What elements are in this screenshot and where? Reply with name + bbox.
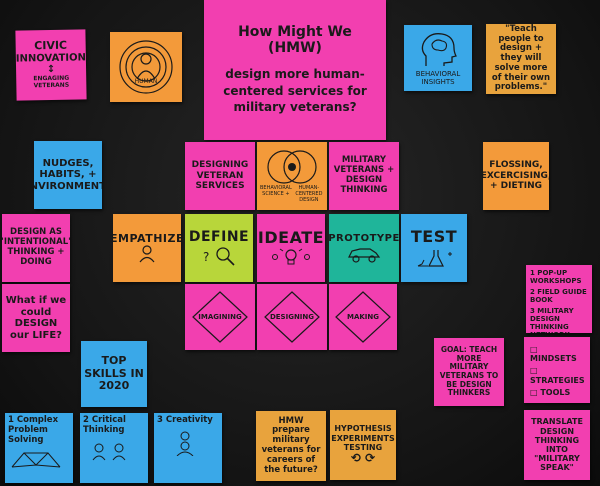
note-hypothesis: HYPOTHESIS EXPERIMENTS TESTING ⟲ ⟳ xyxy=(330,410,396,480)
popup-item-2: 2 FIELD GUIDE BOOK xyxy=(530,288,587,305)
note-making: MAKING xyxy=(329,284,397,350)
venn-right-label: HUMAN-CENTERED DESIGN xyxy=(295,185,323,203)
note-designing-veteran-services: DESIGNING VETERAN SERVICES xyxy=(185,142,255,210)
note-define: DEFINE ? xyxy=(185,214,253,282)
note-prototype: PROTOTYPE xyxy=(329,214,399,282)
popup-item-3: 3 MILITARY DESIGN THINKING NETWORK xyxy=(530,307,574,333)
human-head-icon xyxy=(119,40,173,94)
beaker-icon xyxy=(417,250,452,267)
svg-text:?: ? xyxy=(203,250,209,264)
note-creativity: 3 Creativity xyxy=(154,413,222,483)
making-label: MAKING xyxy=(346,312,380,321)
note-hmw-prepare: HMW prepare military veterans for career… xyxy=(256,411,326,481)
prototype-label: PROTOTYPE xyxy=(329,233,399,245)
note-teach-people: "Teach people to design + they will solv… xyxy=(486,24,556,94)
military-dt-text: MILITARY VETERANS + DESIGN THINKING xyxy=(333,155,395,195)
mindsets-item-2: □ STRATEGIES xyxy=(530,366,585,385)
creativity-text: 3 Creativity xyxy=(157,415,213,425)
strategies-label: STRATEGIES xyxy=(530,375,585,385)
venn-diagram-icon xyxy=(267,150,317,184)
brain-head-icon xyxy=(421,32,457,66)
hmw-prepare-text: HMW prepare military veterans for career… xyxy=(261,415,321,475)
behavioral-label: BEHAVIORAL INSIGHTS xyxy=(415,69,461,86)
note-complex-problem-solving: 1 Complex Problem Solving xyxy=(5,413,73,483)
note-critical-thinking: 2 Critical Thinking xyxy=(80,413,148,483)
critical-text: 2 Critical Thinking xyxy=(83,415,126,435)
test-label: TEST xyxy=(410,226,458,246)
note-human: HUMAN xyxy=(110,32,182,102)
mindsets-item-1: □ MINDSETS xyxy=(530,345,577,364)
complex-text: 1 Complex Problem Solving xyxy=(8,415,59,445)
note-goal: GOAL: TEACH MORE MILITARY VETERANS TO BE… xyxy=(434,338,504,406)
cycle-arrows-icon: ⟲ ⟳ xyxy=(350,450,376,465)
note-test: TEST xyxy=(401,214,467,282)
note-behavioral-insights: BEHAVIORAL INSIGHTS xyxy=(404,25,472,91)
mindsets-item-3: □ TOOLS xyxy=(530,387,571,397)
hmw-title: How Might We (HMW) xyxy=(238,23,352,56)
note-imagining: IMAGINING xyxy=(185,284,255,350)
popup-item-1: 1 POP-UP WORKSHOPS xyxy=(530,269,582,286)
hypothesis-line3: TESTING xyxy=(343,442,383,452)
hypothesis-line2: EXPERIMENTS xyxy=(331,433,395,443)
diamond-arrow-icon xyxy=(192,291,248,343)
note-military-design-thinking: MILITARY VETERANS + DESIGN THINKING xyxy=(329,142,399,210)
magnifier-icon: ? xyxy=(203,247,235,266)
empathize-label: EMPATHIZE xyxy=(113,231,181,245)
car-icon xyxy=(348,248,381,263)
note-design-as-intentional: DESIGN AS "INTENTIONAL" THINKING + DOING xyxy=(2,214,70,282)
diamond-arrow-icon xyxy=(264,291,320,343)
designing-label: DESIGNING xyxy=(269,312,315,321)
designing-veteran-text: DESIGNING VETERAN SERVICES xyxy=(191,160,249,192)
hmw-body: design more human-centered services for … xyxy=(223,66,367,115)
imagining-label: IMAGINING xyxy=(198,312,242,321)
hypothesis-line1: HYPOTHESIS xyxy=(334,424,392,434)
note-hmw-main: How Might We (HMW) design more human-cen… xyxy=(204,0,386,140)
human-label: HUMAN xyxy=(134,78,158,86)
note-popup-workshops: 1 POP-UP WORKSHOPS 2 FIELD GUIDE BOOK 3 … xyxy=(526,265,592,333)
note-nudges: NUDGES, HABITS, + ENVIRONMENTS xyxy=(34,141,102,209)
define-label: DEFINE xyxy=(188,228,250,245)
civic-line1: CIVIC xyxy=(34,38,68,53)
note-ideate: IDEATE xyxy=(257,214,325,282)
note-flossing: FLOSSING, EXCERCISING, + DIETING xyxy=(483,142,549,210)
note-translate: TRANSLATE DESIGN THINKING INTO "MILITARY… xyxy=(524,410,590,480)
note-designing: DESIGNING xyxy=(257,284,327,350)
note-top-skills: TOP SKILLS IN 2020 xyxy=(81,341,147,407)
top-skills-text: TOP SKILLS IN 2020 xyxy=(84,354,144,393)
people-thinking-icon xyxy=(92,443,126,460)
tools-label: TOOLS xyxy=(540,387,571,397)
design-as-text: DESIGN AS "INTENTIONAL" THINKING + DOING xyxy=(2,227,70,267)
what-if-text: What if we could DESIGN our LIFE? xyxy=(5,295,67,341)
diamond-arrow-icon xyxy=(335,291,391,343)
person-heart-icon xyxy=(139,245,155,263)
note-venn-diagram: BEHAVIORAL SCIENCE + HUMAN-CENTERED DESI… xyxy=(257,142,327,210)
civic-line3: ENGAGING VETERANS xyxy=(33,74,70,90)
note-empathize: EMPATHIZE xyxy=(113,214,181,282)
venn-left-label: BEHAVIORAL SCIENCE + xyxy=(260,185,292,198)
network-icon xyxy=(11,452,61,468)
ideate-label: IDEATE xyxy=(257,227,325,247)
goal-text: GOAL: TEACH MORE MILITARY VETERANS TO BE… xyxy=(439,345,499,398)
mindsets-label: MINDSETS xyxy=(530,354,577,364)
lightbulb-icon xyxy=(272,248,310,265)
note-civic-innovation: CIVIC INNOVATION ↕ ENGAGING VETERANS xyxy=(15,29,87,101)
note-what-if: What if we could DESIGN our LIFE? xyxy=(2,284,70,352)
translate-text: TRANSLATE DESIGN THINKING INTO "MILITARY… xyxy=(531,417,583,473)
note-mindsets: □ MINDSETS □ STRATEGIES □ TOOLS xyxy=(524,337,590,403)
nudges-text: NUDGES, HABITS, + ENVIRONMENTS xyxy=(34,157,102,192)
teach-people-quote: "Teach people to design + they will solv… xyxy=(491,24,551,93)
person-lightbulb-icon xyxy=(176,431,194,456)
civic-line2: INNOVATION xyxy=(15,52,87,65)
flossing-text: FLOSSING, EXCERCISING, + DIETING xyxy=(483,160,549,192)
